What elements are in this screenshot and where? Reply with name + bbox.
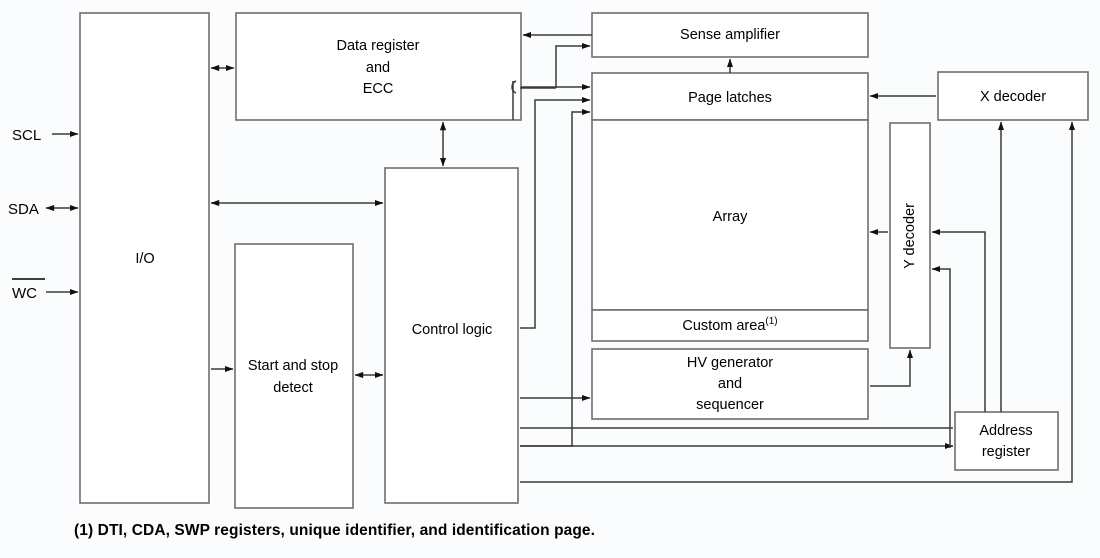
line-control-logic-to-sense-amplifier <box>555 42 591 88</box>
label-data-register-1: Data register <box>336 38 419 54</box>
block-address-register <box>954 411 1059 471</box>
signal-label-scl: SCL <box>12 127 41 144</box>
label-data-register-2: and <box>366 60 390 76</box>
label-array: Array <box>713 209 748 225</box>
block-custom-area <box>591 309 869 342</box>
label-data-register-3: ECC <box>363 81 394 97</box>
line-control-logic-to-x-decoder-right <box>520 121 1076 483</box>
label-address-register-2: register <box>982 444 1031 460</box>
line-address-register-to-y-decoder-b <box>931 265 951 448</box>
label-custom-area: Custom area(1) <box>682 316 777 334</box>
block-array <box>591 119 869 311</box>
block-start-stop-detect <box>234 243 354 509</box>
label-x-decoder: X decoder <box>980 89 1046 105</box>
label-sense-amplifier: Sense amplifier <box>680 27 780 43</box>
signal-label-wc: WC <box>12 285 37 302</box>
label-y-decoder: Y decoder <box>902 203 918 269</box>
block-io <box>79 12 210 504</box>
block-control-logic <box>384 167 519 504</box>
line-hop <box>511 80 517 94</box>
figure-caption: (1) DTI, CDA, SWP registers, unique iden… <box>74 522 596 539</box>
line-address-register-to-y-decoder-a <box>931 228 986 412</box>
label-hv-generator-3: sequencer <box>696 397 764 413</box>
block-y-decoder <box>889 122 931 349</box>
line-control-logic-to-page-latches-b <box>520 108 591 447</box>
label-page-latches: Page latches <box>688 90 772 106</box>
label-io: I/O <box>135 251 154 267</box>
block-data-register <box>235 12 522 121</box>
signal-label-sda: SDA <box>8 201 39 218</box>
block-hv-generator <box>591 348 869 420</box>
block-sense-amplifier <box>591 12 869 58</box>
label-custom-area-text: Custom area <box>682 318 766 334</box>
label-address-register-1: Address <box>979 423 1032 439</box>
label-hv-generator-1: HV generator <box>687 355 773 371</box>
label-start-stop-1: Start and stop <box>248 358 338 374</box>
line-hv-generator-to-y-decoder <box>870 349 914 387</box>
label-hv-generator-2: and <box>718 376 742 392</box>
label-start-stop-2: detect <box>273 380 313 396</box>
line-control-logic-to-page-latches-a <box>520 96 591 329</box>
block-x-decoder <box>937 71 1089 121</box>
label-custom-area-footnote: (1) <box>765 316 777 327</box>
label-control-logic: Control logic <box>412 322 493 338</box>
